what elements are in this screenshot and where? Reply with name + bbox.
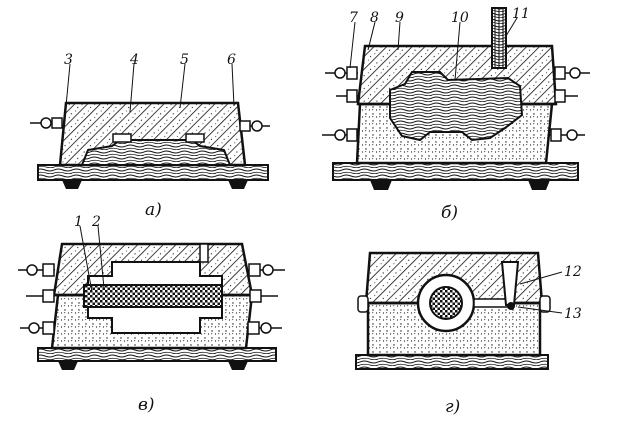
panel-b-pin-left-mid xyxy=(336,89,358,103)
label-2: 2 xyxy=(91,214,101,230)
label-13: 13 xyxy=(564,306,582,322)
panel-b-pin-right-mid xyxy=(554,89,578,103)
panel-g-pin-right xyxy=(539,295,551,313)
panel-b-plate-foot xyxy=(528,180,550,190)
panel-b-leaders xyxy=(349,17,518,81)
panel-g-core xyxy=(429,286,463,320)
panel-g-sprue xyxy=(500,261,520,306)
label-3: 3 xyxy=(64,52,73,68)
panel-g-leaders xyxy=(517,271,563,314)
panel-v-plate-foot xyxy=(58,361,78,370)
caption-a: а) xyxy=(145,200,162,220)
panel-b-pin-right-lower xyxy=(548,128,585,142)
panel-v-pin-left-mid xyxy=(26,289,55,303)
panel-v-pin-right-upper xyxy=(248,263,285,277)
panel-b: 7 8 9 10 11 б) xyxy=(322,6,590,223)
panel-a-pin-right xyxy=(239,120,270,132)
panel-a-plate-foot xyxy=(228,180,248,189)
panel-v: 1 2 в) xyxy=(18,214,285,415)
panel-v-pin-right-lower xyxy=(246,321,282,335)
panel-v-pin-left-upper xyxy=(18,263,55,277)
panel-v-core xyxy=(83,284,223,308)
panel-a: 3 4 5 6 а) xyxy=(30,52,270,220)
panel-g-pin-left xyxy=(357,295,369,313)
label-6: 6 xyxy=(227,52,236,68)
panel-v-plate-foot xyxy=(228,361,248,370)
label-4: 4 xyxy=(129,52,139,68)
label-12: 12 xyxy=(564,264,582,280)
label-10: 10 xyxy=(451,10,469,26)
panel-a-pattern-boss xyxy=(185,133,205,143)
panel-v-bottom-plate xyxy=(37,347,277,362)
label-1: 1 xyxy=(74,214,83,230)
panel-g-runner xyxy=(473,298,509,308)
panel-v-pin-right-mid xyxy=(249,289,278,303)
panel-b-plate-foot xyxy=(370,180,392,190)
panel-b-pin-left-lower xyxy=(322,128,358,142)
label-8: 8 xyxy=(370,10,379,26)
panel-v-sprue xyxy=(199,243,209,263)
panel-b-riser xyxy=(491,7,507,69)
label-11: 11 xyxy=(512,6,530,22)
panel-g: 12 13 г) xyxy=(355,251,582,417)
label-9: 9 xyxy=(395,10,404,26)
panel-b-bottom-plate xyxy=(332,162,579,181)
panel-b-pin-left-upper xyxy=(325,66,358,80)
panel-a-bottom-plate xyxy=(37,164,269,181)
caption-g: г) xyxy=(445,397,460,417)
caption-v: в) xyxy=(138,395,155,415)
panel-g-bottom-plate xyxy=(355,354,549,370)
panel-b-pin-right-upper xyxy=(554,66,590,80)
panel-v-leaders xyxy=(79,225,105,293)
panel-b-pattern xyxy=(389,71,524,142)
panel-g-sprue-base xyxy=(507,302,515,310)
label-5: 5 xyxy=(180,52,189,68)
panel-a-pattern-boss xyxy=(112,133,132,143)
panel-a-plate-foot xyxy=(62,180,82,189)
panel-v-pin-left-lower xyxy=(20,321,55,335)
label-7: 7 xyxy=(349,10,358,26)
caption-b: б) xyxy=(441,203,458,223)
panel-a-pin-left xyxy=(30,117,63,129)
panel-a-leaders xyxy=(65,63,235,113)
